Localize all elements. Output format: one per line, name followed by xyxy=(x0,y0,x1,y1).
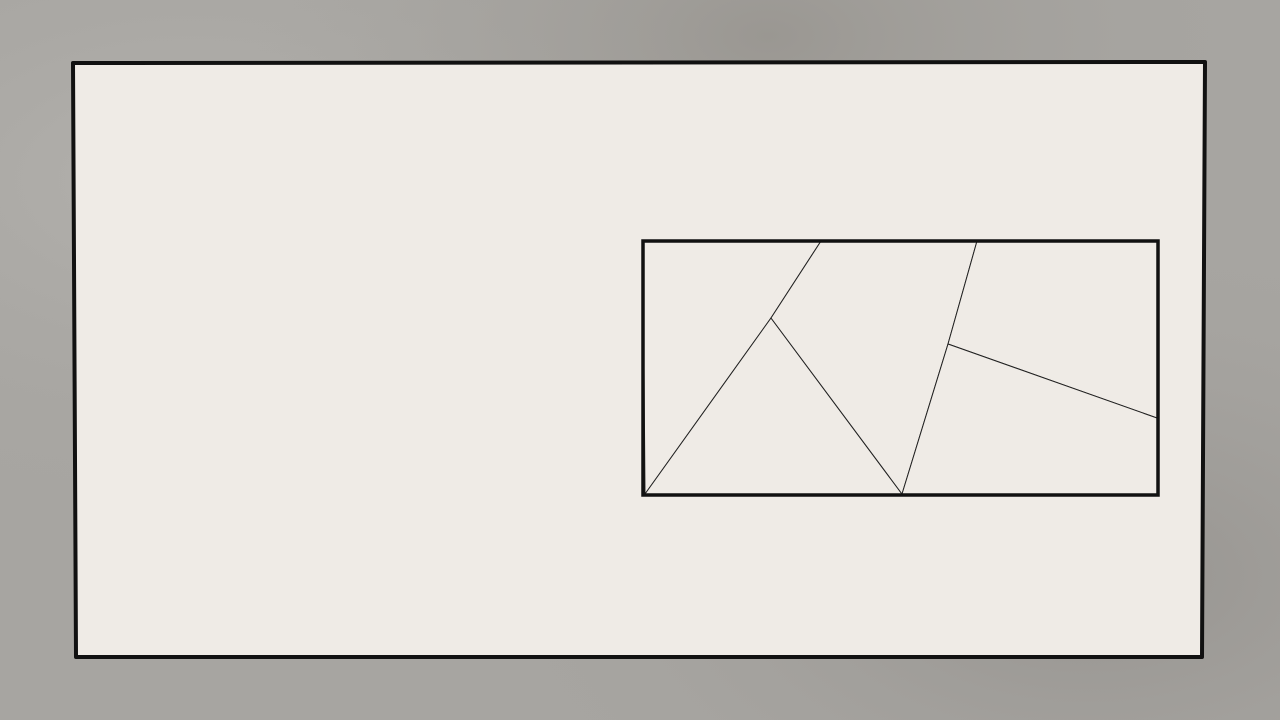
target-frame xyxy=(641,239,1160,497)
paper-sheet xyxy=(71,60,1207,659)
puzzle-pieces xyxy=(642,240,1158,496)
